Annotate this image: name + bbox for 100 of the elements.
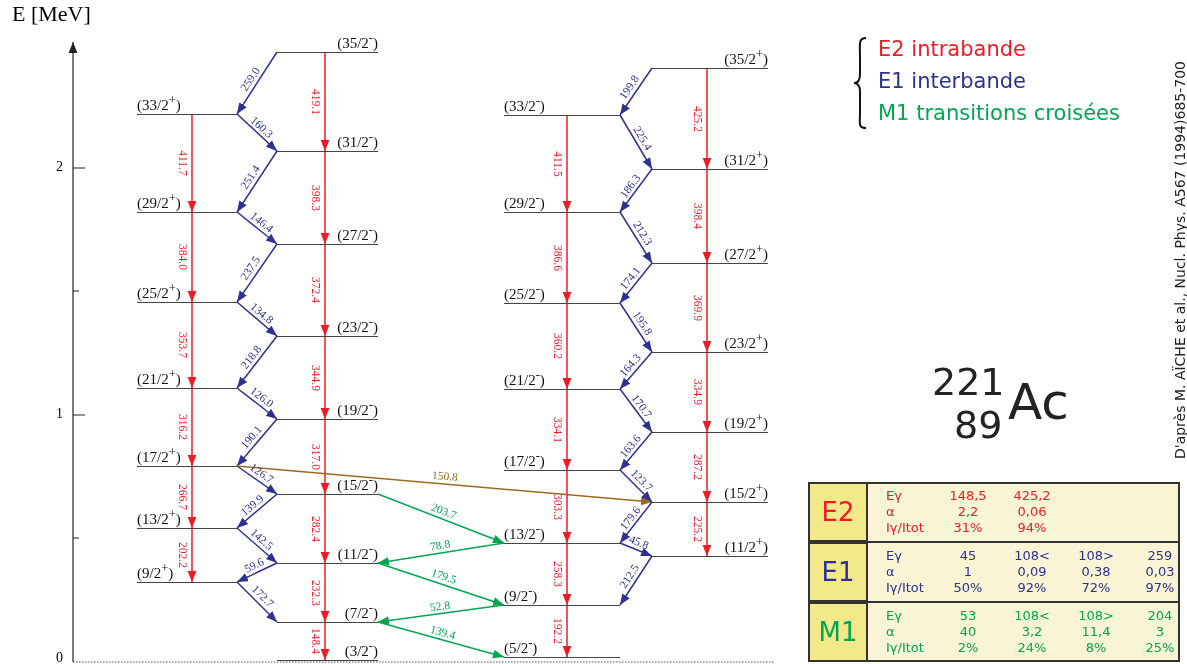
transition-arrow — [619, 302, 653, 353]
legend-entry: E1 interbande — [878, 68, 1026, 94]
table-cell-text: 11,4 — [1080, 624, 1112, 640]
transition-arrow — [619, 67, 653, 116]
legend-entry: M1 transitions croisées — [878, 100, 1120, 126]
table-cell-text: 259 — [1146, 548, 1174, 564]
transition-arrow — [619, 388, 653, 433]
transition-arrow — [619, 431, 653, 471]
energy-label: 334.9 — [692, 379, 704, 405]
transition-arrow — [320, 335, 330, 420]
energy-label: 398.4 — [692, 203, 704, 229]
transition-arrow — [562, 469, 572, 544]
spin-parity-label: (21/2$^{+}$) — [137, 366, 181, 387]
transition-arrow — [619, 262, 653, 304]
energy-label: 317.0 — [310, 443, 322, 470]
energy-label: 411.5 — [552, 150, 564, 177]
table-cell-text: 92% — [1016, 580, 1048, 596]
energy-level-line — [652, 333, 768, 353]
table-cell-text: 0,06 — [1016, 504, 1048, 520]
transition-arrow — [377, 542, 505, 566]
table-cell-text: 94% — [1016, 520, 1048, 536]
transition-arrow — [377, 621, 505, 659]
energy-label: 126.7 — [247, 461, 276, 486]
table-cell-text: 31% — [952, 520, 984, 536]
transition-arrow — [619, 351, 653, 390]
energy-label: 232.3 — [310, 579, 322, 606]
transition-arrow — [320, 51, 330, 152]
table-cell-text: 3,2 — [1020, 624, 1044, 640]
transition-arrow — [562, 542, 572, 606]
row-name-cell: Eγ — [886, 548, 902, 564]
row-name-cell: α — [886, 504, 895, 520]
energy-label: 316.2 — [177, 414, 189, 440]
axis-tick-label: 1 — [56, 406, 63, 422]
energy-level-line — [652, 244, 768, 264]
transition-arrow — [562, 302, 572, 390]
table-cell-text: 3 — [1154, 624, 1166, 640]
transition-arrow — [236, 387, 278, 420]
transition-arrow — [377, 562, 505, 606]
spin-parity-label: (27/2$^{-}$) — [337, 222, 378, 243]
spin-parity-label: (21/2$^{-}$) — [504, 367, 545, 388]
spin-parity-label: (11/2$^{-}$) — [337, 541, 378, 562]
energy-label: 372.4 — [310, 277, 322, 303]
transition-arrow — [702, 351, 712, 433]
transition-arrow — [702, 431, 712, 503]
energy-label: 334.1 — [552, 416, 564, 443]
table-cell-text: 40 — [958, 624, 978, 640]
spin-parity-label: (11/2$^{+}$) — [724, 534, 768, 555]
energy-label: 303.3 — [552, 493, 564, 520]
transition-arrow — [187, 211, 197, 303]
table-cell-text: 148,5 — [948, 488, 988, 504]
transition-arrow — [562, 604, 572, 658]
row-name-cell: Iγ/Itot — [886, 580, 924, 596]
transition-arrow — [320, 243, 330, 337]
axis-title: E [MeV] — [12, 2, 91, 26]
spin-parity-label: (17/2$^{+}$) — [137, 444, 181, 465]
spin-parity-label: (15/2$^{+}$) — [724, 480, 768, 501]
spin-parity-label: (13/2$^{-}$) — [504, 521, 545, 542]
row-name-cell: α — [886, 564, 895, 580]
transition-arrow — [236, 113, 278, 152]
table-cell-text: 97% — [1144, 580, 1176, 596]
element-symbol: Ac — [1008, 376, 1069, 428]
spin-parity-label: (19/2$^{+}$) — [724, 410, 768, 431]
table-cell-text: 2,2 — [956, 504, 980, 520]
spin-parity-label: (25/2$^{+}$) — [137, 280, 181, 301]
axis-tick-label: 0 — [56, 650, 63, 664]
energy-level-line — [652, 150, 768, 170]
transition-arrow — [236, 581, 278, 623]
transition-arrow — [377, 493, 505, 544]
spin-parity-label: (27/2$^{+}$) — [724, 241, 768, 262]
transition-arrow — [236, 51, 278, 115]
transition-arrow — [236, 335, 278, 389]
spin-parity-label: (9/2$^{-}$) — [504, 583, 538, 604]
transition-arrow — [702, 67, 712, 170]
spin-parity-label: (5/2$^{-}$) — [504, 635, 538, 656]
energy-level-line — [137, 447, 237, 467]
table-cell-text: 50% — [952, 580, 984, 596]
spin-parity-label: (3/2$^{-}$) — [344, 638, 378, 659]
transition-arrow — [619, 114, 653, 170]
spin-parity-label: (19/2$^{-}$) — [337, 397, 378, 418]
transition-arrow — [377, 604, 505, 625]
transition-arrow — [702, 168, 712, 264]
table-cell-text: 108> — [1077, 548, 1115, 564]
table-cell-text: 0,38 — [1080, 564, 1112, 580]
transition-arrow — [236, 493, 278, 529]
energy-label: 202.2 — [177, 542, 189, 568]
transition-arrow — [619, 555, 653, 606]
energy-label: 78.8 — [428, 537, 451, 553]
table-cell-text: 1 — [962, 564, 974, 580]
energy-level-line — [137, 193, 237, 213]
spin-parity-label: (35/2$^{-}$) — [337, 30, 378, 51]
table-cell-text: 425,2 — [1012, 488, 1052, 504]
transition-arrow — [236, 243, 278, 303]
transition-arrow — [320, 150, 330, 245]
transition-arrow — [562, 114, 572, 213]
spin-parity-label: (15/2$^{-}$) — [337, 472, 378, 493]
transition-arrow — [562, 388, 572, 471]
energy-label: 411.7 — [177, 150, 189, 176]
transition-arrow — [619, 469, 653, 503]
energy-label: 386.6 — [552, 244, 564, 271]
table-cell-text: 8% — [1084, 640, 1108, 656]
